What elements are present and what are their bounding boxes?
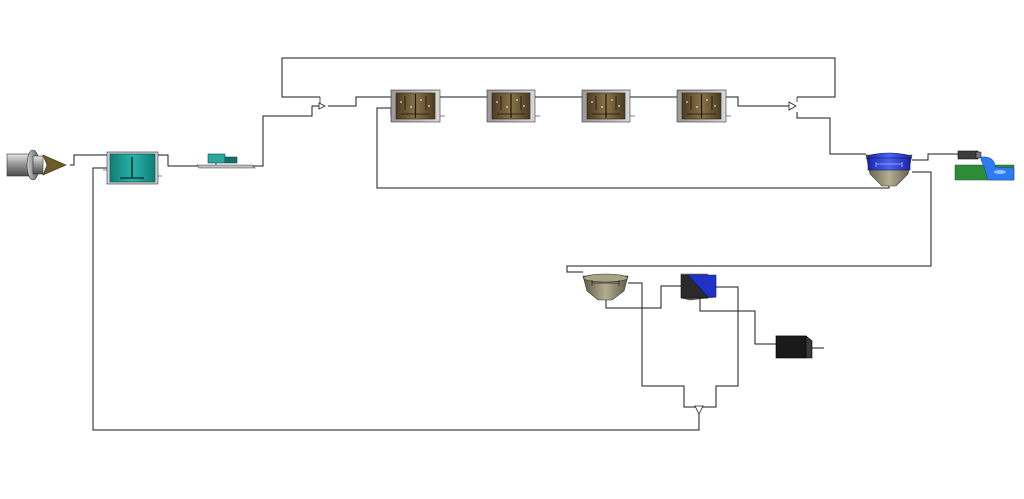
pipe-thickener-overflow	[628, 282, 697, 408]
pipe-primary-to-dosing	[158, 154, 198, 167]
splitter-icon[interactable]	[318, 97, 326, 110]
pipe-splitter-to-reactor-1	[328, 96, 391, 107]
pipe-influent-to-primary	[70, 154, 107, 166]
dosing-pump-icon[interactable]	[196, 153, 256, 169]
primary-clarifier-icon[interactable]	[103, 151, 162, 185]
bioreactor-icon[interactable]	[486, 89, 540, 123]
mixer-icon[interactable]	[694, 405, 704, 415]
digester-icon[interactable]	[680, 273, 717, 301]
pipe-waste-sludge	[566, 171, 932, 273]
flow-lines	[70, 57, 958, 431]
pipe-splitter-to-secondary	[796, 112, 866, 155]
pipe-secondary-to-effluent	[912, 153, 958, 161]
sludge-bin-icon[interactable]	[775, 335, 813, 359]
pipe-return-sludge	[376, 107, 890, 189]
bioreactor-icon[interactable]	[581, 89, 635, 123]
influent-pipe-icon[interactable]	[6, 149, 67, 181]
clarifier-icon[interactable]	[865, 152, 913, 187]
pipe-digester-overflow	[702, 286, 739, 408]
pipe-dosing-to-splitter	[252, 105, 320, 167]
pipe-digester-to-disposal	[699, 298, 776, 345]
bioreactor-icon[interactable]	[390, 89, 445, 123]
pipe-thickener-to-digester	[605, 285, 681, 309]
splitter-icon[interactable]	[788, 97, 798, 111]
pipe-reactor-4-to-splitter	[726, 96, 789, 107]
pipe-sidestream-return	[92, 167, 700, 431]
bioreactor-icon[interactable]	[676, 89, 731, 123]
river-outfall-icon[interactable]	[954, 150, 1015, 181]
pipe-internal-recycle	[281, 57, 836, 98]
thickener-icon[interactable]	[582, 273, 629, 301]
